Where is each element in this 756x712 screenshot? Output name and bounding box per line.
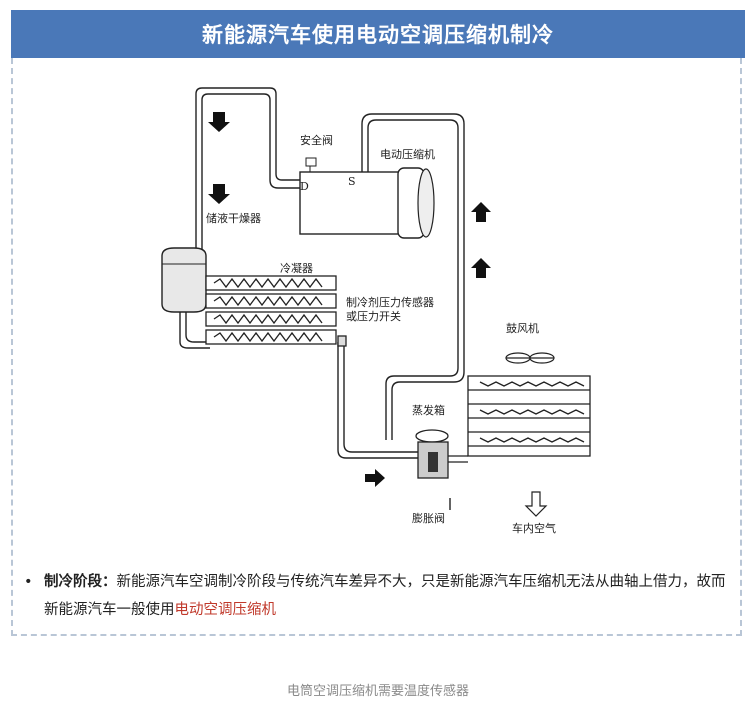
condenser <box>205 275 347 347</box>
pipe-discharge <box>195 87 300 250</box>
cabin-air-arrow <box>524 491 548 517</box>
bullet-text: 新能源汽车空调制冷阶段与传统汽车差异不大，只是新能源汽车压缩机无法从曲轴上借力，… <box>44 574 726 618</box>
blower-fan <box>505 352 555 364</box>
bullet-heading: 制冷阶段： <box>44 574 117 590</box>
description-bullet: • 制冷阶段：新能源汽车空调制冷阶段与传统汽车差异不大，只是新能源汽车压缩机无法… <box>24 568 736 624</box>
label-pressure-sensor-2: 或压力开关 <box>346 309 401 323</box>
label-condenser: 冷凝器 <box>280 261 313 275</box>
label-receiver-drier: 储液干燥器 <box>206 211 261 225</box>
receiver-drier <box>161 247 207 313</box>
expansion-valve <box>415 429 468 479</box>
pipe-suction <box>367 119 459 440</box>
figure-caption: 电筒空调压缩机需要温度传感器 <box>286 684 469 699</box>
label-compressor: 电动压缩机 <box>380 147 435 161</box>
label-port-s: S <box>348 175 356 188</box>
label-port-d: D <box>300 180 309 193</box>
electric-compressor <box>299 157 435 239</box>
pipe-liquid <box>337 342 418 459</box>
evaporator <box>467 375 591 457</box>
content-frame <box>11 58 742 636</box>
label-expansion-valve: 膨胀阀 <box>412 511 445 525</box>
label-evaporator: 蒸发箱 <box>412 403 445 417</box>
bullet-highlight: 电动空调压缩机 <box>174 602 277 618</box>
ac-system-diagram: 安全阀 电动压缩机 D S 储液干燥器 冷凝器 制冷剂压力传感器 或压力开关 鼓… <box>161 87 591 535</box>
bullet-dot: • <box>24 574 33 590</box>
label-cabin-air: 车内空气 <box>512 521 556 535</box>
label-blower: 鼓风机 <box>506 321 539 335</box>
banner-title: 新能源汽车使用电动空调压缩机制冷 <box>11 10 745 58</box>
label-safety-valve: 安全阀 <box>300 133 333 147</box>
label-pressure-sensor-1: 制冷剂压力传感器 <box>346 295 434 309</box>
flow-arrows <box>208 112 491 487</box>
